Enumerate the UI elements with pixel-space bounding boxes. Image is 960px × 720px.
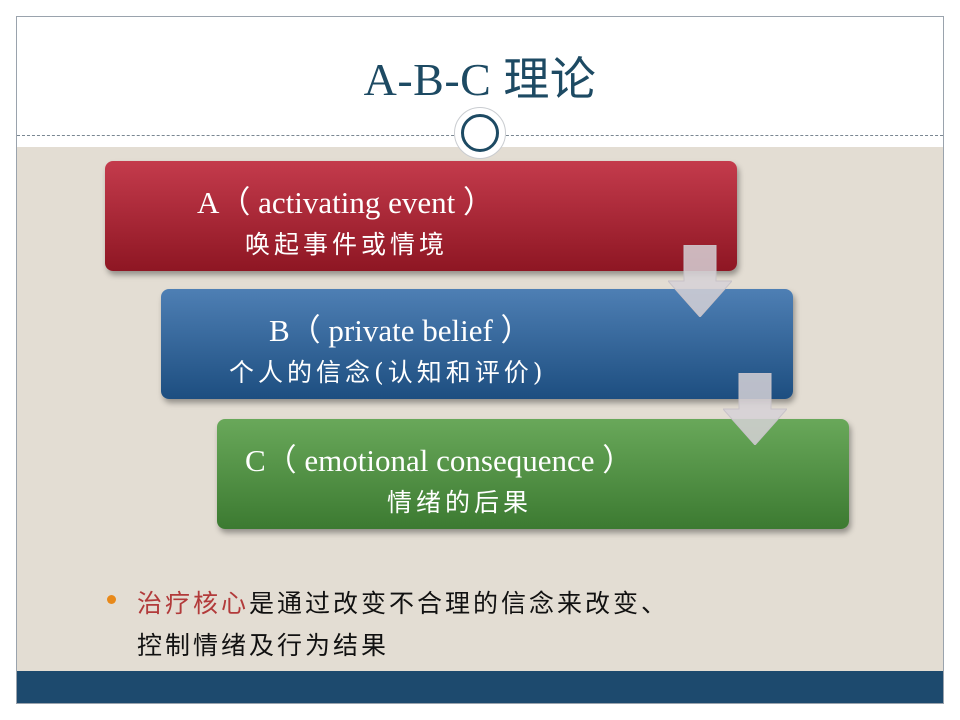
footer-bar <box>17 671 943 703</box>
slide-title: A-B-C 理论 <box>363 54 597 105</box>
step-b-title: B（ private belief ） <box>269 313 532 348</box>
bullet-line-2: 控制情绪及行为结果 <box>137 631 390 660</box>
step-b-subtitle: 个人的信念(认知和评价) <box>229 358 547 387</box>
step-a-subtitle: 唤起事件或情境 <box>245 230 449 259</box>
step-c-title: C（ emotional consequence ） <box>245 443 634 478</box>
bullet-dot-icon <box>107 595 116 604</box>
down-arrow-icon <box>723 373 787 445</box>
bullet-line-1: 是通过改变不合理的信念来改变、 <box>249 589 670 618</box>
step-c-box: C（ emotional consequence ） 情绪的后果 <box>217 419 849 529</box>
step-b-box: B（ private belief ） 个人的信念(认知和评价) <box>161 289 793 399</box>
slide-frame: A-B-C 理论 A（ activating event ） 唤起事件或情境 B… <box>16 16 944 704</box>
bullet-emphasis: 治疗核心 <box>137 589 250 618</box>
step-c-subtitle: 情绪的后果 <box>387 488 533 517</box>
step-a-box: A（ activating event ） 唤起事件或情境 <box>105 161 737 271</box>
ring-icon <box>454 107 506 159</box>
bullet-text: 治疗核心是通过改变不合理的信念来改变、控制情绪及行为结果 <box>137 583 857 667</box>
down-arrow-icon <box>668 245 732 317</box>
step-a-title: A（ activating event ） <box>197 185 494 220</box>
